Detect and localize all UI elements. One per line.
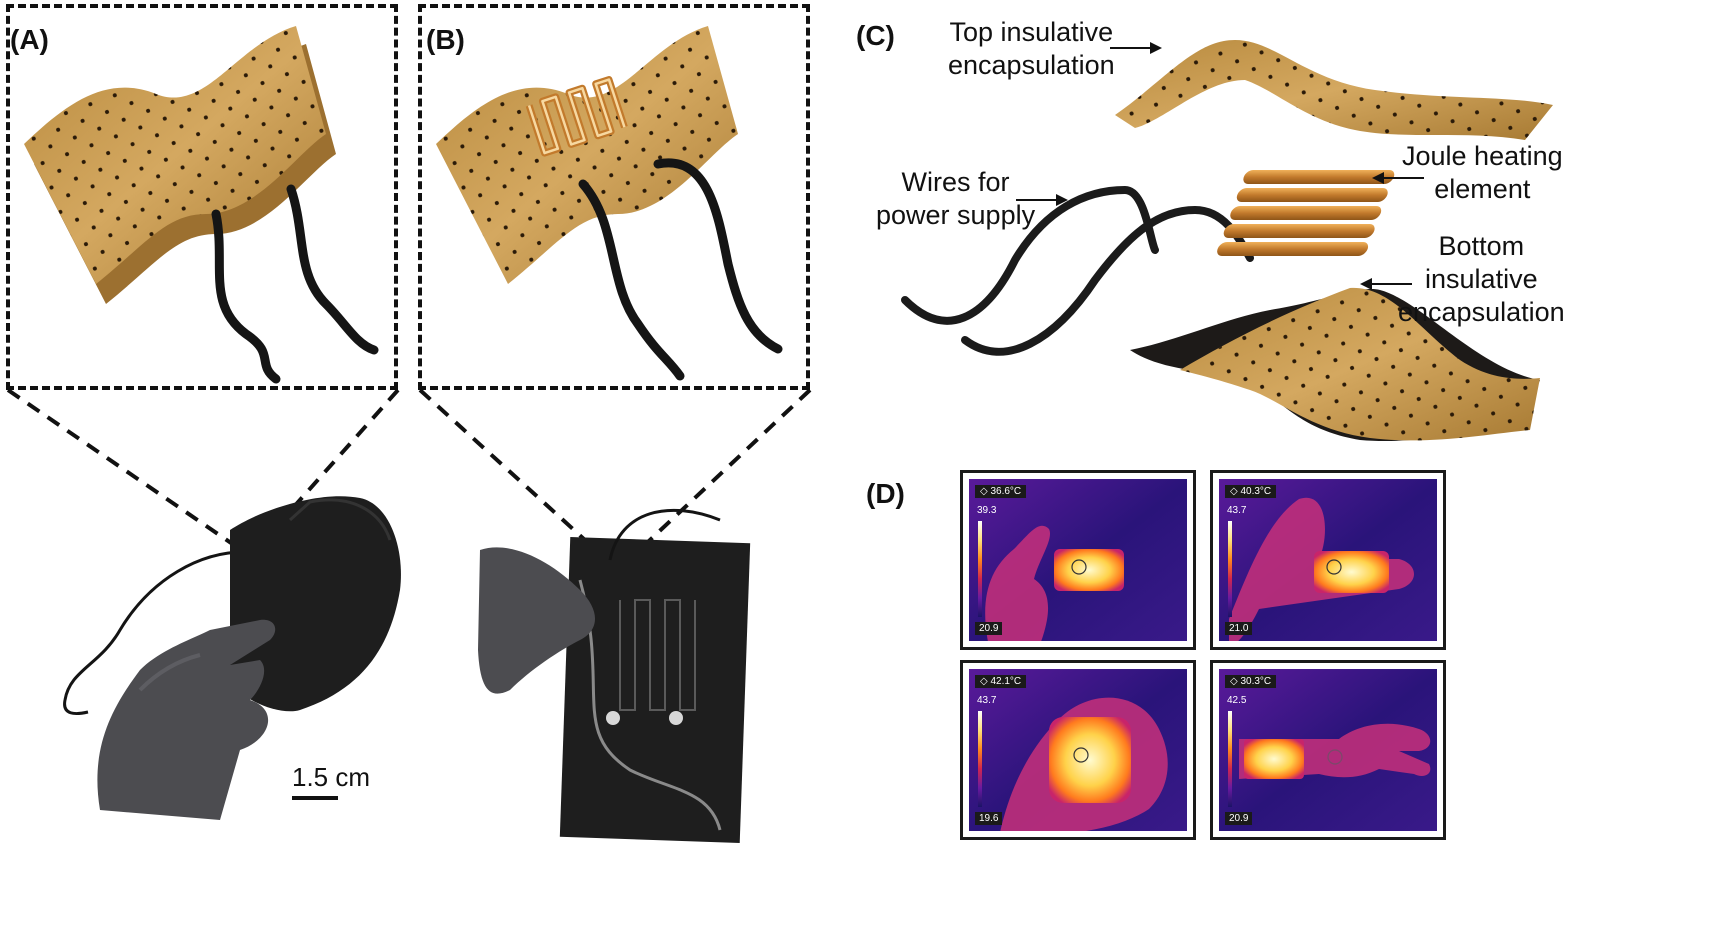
thermal-colorbar-1 — [978, 521, 982, 617]
thermal-image-4: ◇ 30.3°C 42.5 20.9 — [1210, 660, 1446, 840]
thermal-scene-1 — [969, 479, 1187, 641]
thermal-max-3: 43.7 — [977, 695, 997, 706]
panel-label-c: (C) — [856, 20, 895, 51]
panel-label-a: (A) — [10, 24, 49, 55]
thermal-min-1: 20.9 — [975, 622, 1003, 635]
illustration-b — [436, 26, 783, 381]
arrow-wires — [1016, 194, 1068, 206]
photo-b — [478, 508, 751, 844]
arrow-joule — [1372, 172, 1424, 184]
annotation-wires: Wires for power supply — [876, 166, 1035, 232]
arrow-top-encapsulation — [1110, 42, 1162, 54]
thermal-reading-2: ◇ 40.3°C — [1225, 485, 1277, 498]
annotation-wires-line2: power supply — [876, 200, 1036, 230]
illustration-a — [24, 26, 379, 384]
panel-label-d: (D) — [866, 478, 905, 509]
annotation-joule-line2: element — [1434, 174, 1531, 204]
thermal-min-4: 20.9 — [1225, 812, 1253, 825]
bottom-encapsulation-illustration — [1130, 287, 1540, 442]
thermal-scene-2 — [1219, 479, 1437, 641]
thermal-max-2: 43.7 — [1227, 505, 1247, 516]
thermal-colorbar-3 — [978, 711, 982, 807]
scale-bar-label: 1.5 cm — [292, 762, 371, 792]
arrow-bottom — [1360, 278, 1412, 290]
photo-a — [63, 496, 401, 820]
annotation-top-encapsulation-line1: Top insulative — [949, 17, 1114, 47]
annotation-wires-line1: Wires for — [901, 167, 1010, 197]
thermal-reading-3: ◇ 42.1°C — [975, 675, 1027, 688]
dashed-box-a — [6, 4, 398, 390]
panel-label-b: (B) — [426, 24, 465, 55]
joule-heating-illustration — [1217, 170, 1395, 256]
thermal-image-3: ◇ 42.1°C 43.7 19.6 — [960, 660, 1196, 840]
annotation-bottom: Bottom insulative encapsulation — [1398, 230, 1565, 329]
annotation-top-encapsulation-line2: encapsulation — [948, 50, 1115, 80]
thermal-reading-4: ◇ 30.3°C — [1225, 675, 1277, 688]
thermal-max-4: 42.5 — [1227, 695, 1247, 706]
thermal-reading-1: ◇ 36.6°C — [975, 485, 1027, 498]
thermal-colorbar-4 — [1228, 711, 1232, 807]
thermal-scene-4 — [1219, 669, 1437, 831]
annotation-top-encapsulation: Top insulative encapsulation — [948, 16, 1115, 82]
scale-bar — [292, 796, 338, 800]
annotation-joule-line1: Joule heating — [1402, 141, 1563, 171]
thermal-colorbar-2 — [1228, 521, 1232, 617]
annotation-bottom-line3: encapsulation — [1398, 297, 1565, 327]
annotation-bottom-line1: Bottom — [1438, 231, 1525, 261]
thermal-max-1: 39.3 — [977, 505, 997, 516]
thermal-min-3: 19.6 — [975, 812, 1003, 825]
annotation-joule: Joule heating element — [1402, 140, 1563, 206]
thermal-image-1: ◇ 36.6°C 39.3 20.9 — [960, 470, 1196, 650]
thermal-scene-3 — [969, 669, 1187, 831]
thermal-image-2: ◇ 40.3°C 43.7 21.0 — [1210, 470, 1446, 650]
wires-illustration — [901, 185, 1254, 356]
dashed-box-b — [418, 4, 810, 390]
annotation-bottom-line2: insulative — [1425, 264, 1538, 294]
thermal-min-2: 21.0 — [1225, 622, 1253, 635]
top-encapsulation-illustration — [1115, 40, 1553, 140]
